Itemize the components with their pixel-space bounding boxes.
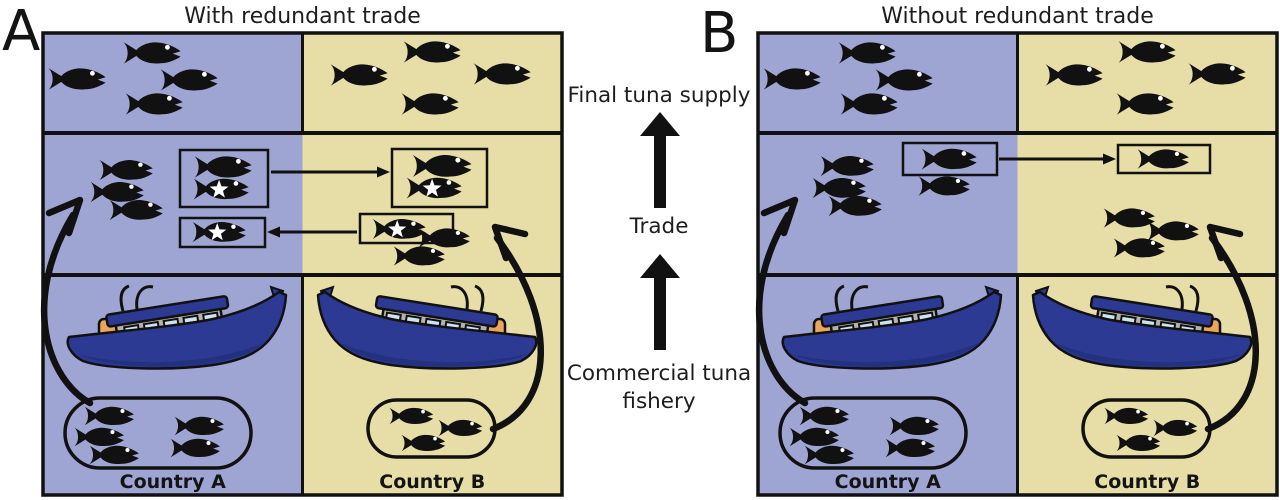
country-a-label: Country A — [835, 471, 942, 493]
panel-b-title: Without redundant trade — [881, 4, 1154, 29]
panel-a-letter: A — [2, 0, 41, 64]
harvest-arrow — [1204, 234, 1259, 433]
country-b-label: Country B — [1094, 471, 1200, 493]
trade-flow-arrowhead-icon — [1103, 153, 1116, 165]
catch-oval — [63, 396, 253, 470]
harvest-arrowhead-icon — [491, 223, 529, 262]
trade-parcel-box — [178, 148, 270, 209]
panel-a-figure: Country A Country B — [40, 31, 564, 497]
country-a-label: Country A — [120, 471, 227, 493]
harvest-arrow — [755, 211, 809, 407]
trade-parcel-box — [901, 141, 999, 177]
panel-border — [756, 31, 1279, 497]
panel-border — [41, 31, 564, 497]
trade-parcel-box — [178, 216, 267, 249]
harvest-arrow — [40, 211, 94, 407]
panel-a-title: With redundant trade — [184, 4, 421, 29]
trade-parcel-box — [1116, 143, 1212, 175]
final-tuna-supply-label: Final tuna supply — [567, 83, 751, 108]
harvest-arrow — [489, 234, 544, 433]
harvest-arrowhead-icon — [760, 196, 799, 237]
catch-oval — [778, 396, 968, 470]
flow-up-arrow-icon — [640, 254, 680, 350]
trade-parcel-box — [390, 147, 489, 209]
panel-b-figure: Country A Country B — [755, 31, 1279, 497]
trade-parcel-box — [358, 212, 455, 245]
country-b-label: Country B — [379, 471, 485, 493]
flow-up-arrow-icon — [640, 112, 680, 208]
trade-label: Trade — [629, 214, 689, 239]
panel-b-letter: B — [700, 1, 739, 66]
trade-flow-arrowhead-icon — [377, 166, 390, 178]
harvest-arrowhead-icon — [45, 196, 84, 237]
commercial-tuna-fishery-label: Commercial tuna fishery — [566, 361, 752, 414]
harvest-arrowhead-icon — [1206, 223, 1244, 262]
trade-flow-arrowhead-icon — [267, 226, 280, 238]
